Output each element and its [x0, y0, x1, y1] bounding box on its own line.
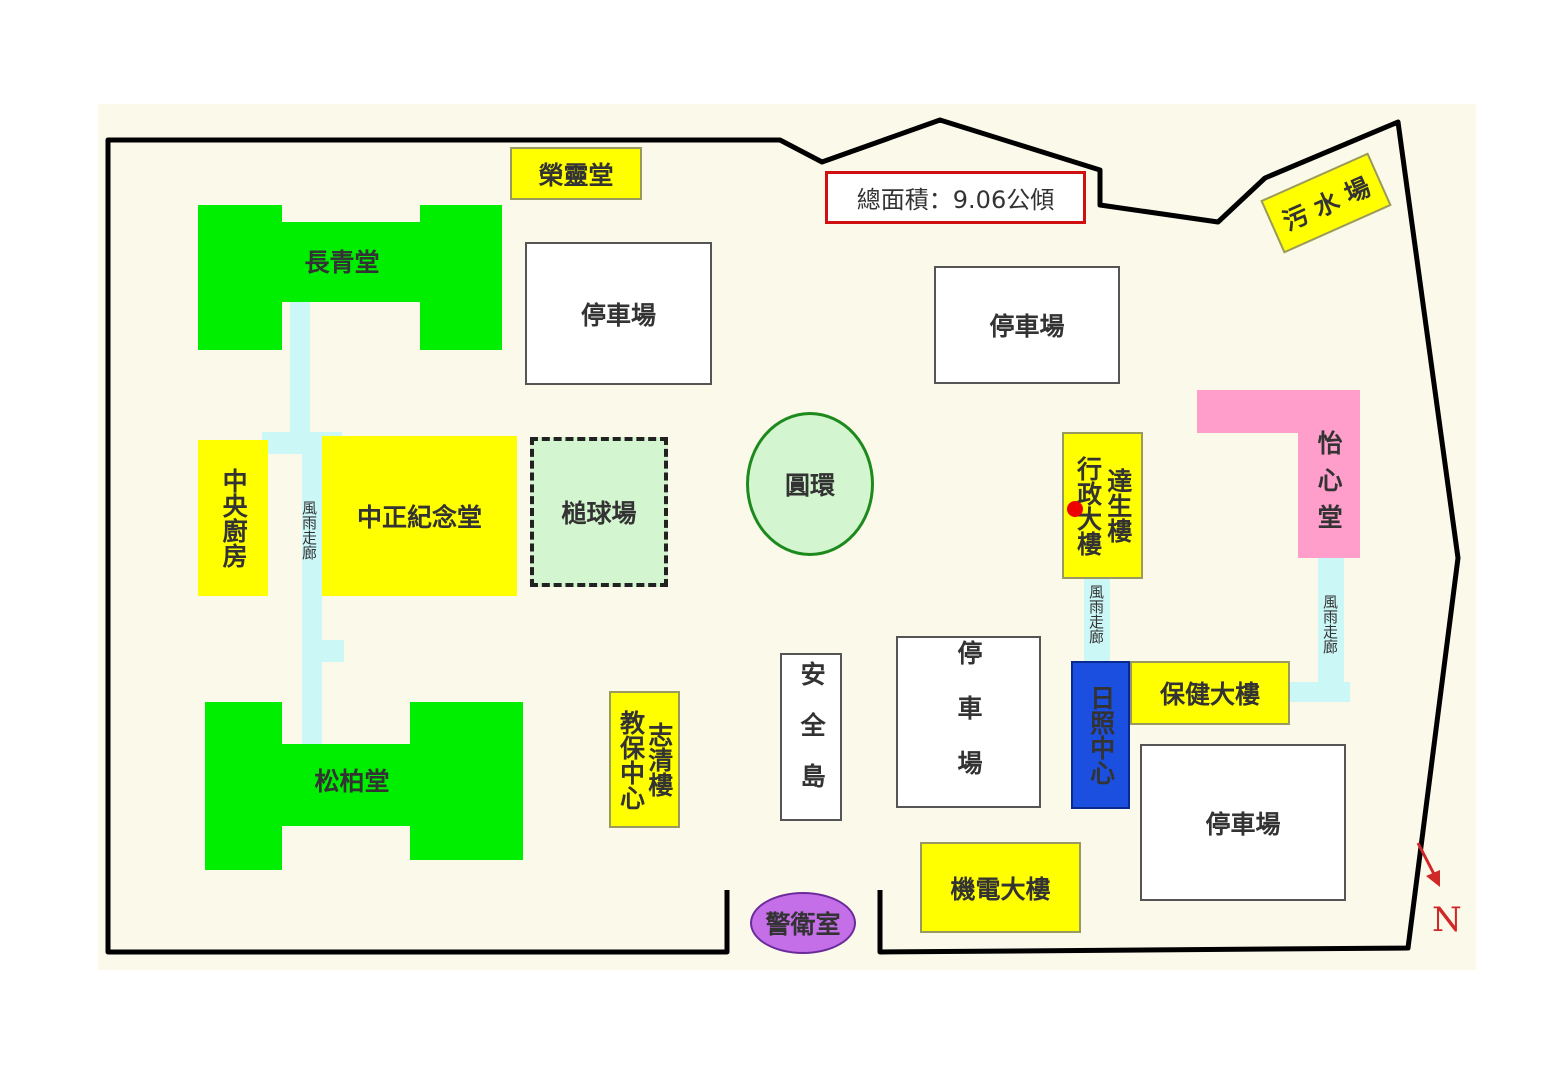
corridor-main-vertical-lower: [302, 452, 322, 752]
roundabout: 圓環: [746, 412, 874, 556]
building-yixintang: 怡心堂: [1314, 429, 1344, 541]
corridor-label-1: 風雨走廊: [300, 500, 318, 560]
total-area-label: 總面積：9.06公傾: [825, 171, 1086, 224]
corridor-admin: [1084, 579, 1110, 663]
safety-island: 安全島: [780, 653, 842, 821]
location-marker-icon: [1067, 501, 1083, 517]
parking-lot-1: 停車場: [525, 242, 712, 385]
building-songbaitang: 松柏堂: [314, 767, 390, 796]
building-baojian-dalou: 保健大樓: [1130, 661, 1290, 725]
north-arrow-icon: [1416, 842, 1440, 887]
parking-lot-4: 停車場: [1140, 744, 1346, 901]
guard-room: 警衛室: [750, 892, 856, 954]
building-jiaobao-zhiqing: 教保中心 志清樓: [609, 691, 680, 828]
building-changqingtang: 長青堂: [304, 248, 380, 277]
building-ronglingtang: 榮靈堂: [510, 147, 642, 200]
building-rizhao-zhongxin: 日照中心: [1071, 661, 1130, 809]
building-cuiqiuchang: 槌球場: [530, 437, 668, 587]
parking-lot-3: 停車場: [896, 636, 1041, 808]
corridor-right-vertical: [1318, 558, 1344, 688]
parking-lot-2: 停車場: [934, 266, 1120, 384]
corridor-label-3: 風雨走廊: [1321, 594, 1339, 654]
corridor-label-2: 風雨走廊: [1087, 584, 1105, 644]
corridor-main-vertical: [290, 300, 310, 445]
building-jidian-dalou: 機電大樓: [920, 842, 1081, 933]
campus-boundary: [105, 117, 1461, 955]
building-zhongzheng-jiniantang: 中正紀念堂: [322, 436, 517, 596]
compass-label: N: [1432, 900, 1462, 940]
building-zhongyang-chufang: 中央廚房: [198, 440, 268, 596]
corridor-main-stub: [318, 640, 344, 662]
corridor-right-horizontal: [1280, 682, 1350, 702]
